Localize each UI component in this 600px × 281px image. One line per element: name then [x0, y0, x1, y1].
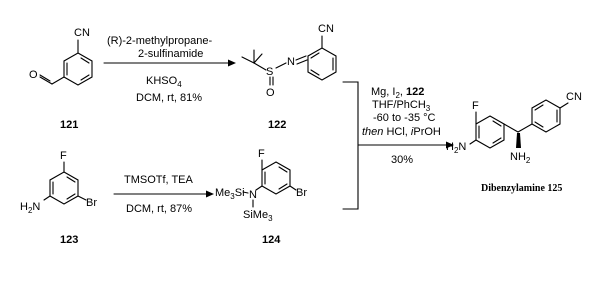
- compound-122-structure: S O N CN: [241, 23, 337, 99]
- reaction1-catalyst: KHSO4: [146, 75, 182, 89]
- reaction-arrow-3-head: [446, 141, 454, 149]
- sulfur-label: S: [266, 66, 273, 78]
- fluorine-label: F: [258, 148, 265, 160]
- sulfinyl-oxygen-label: O: [266, 87, 275, 99]
- reaction3-solvent: THF/PhCH3: [372, 99, 431, 113]
- reaction3-temperature: -60 to -35 °C: [373, 112, 436, 124]
- silyl-nitrogen-label: N: [249, 189, 257, 201]
- cyano-label: CN: [566, 91, 582, 103]
- trimethylsilyl-bottom-label: SiMe3: [243, 209, 273, 223]
- amine-label: H2N: [446, 141, 466, 155]
- reaction1-reagent-line1: (R)-2-methylpropane-: [107, 35, 212, 47]
- compound-123-label: 123: [60, 234, 78, 246]
- compound-122-label: 122: [268, 119, 286, 131]
- trimethylsilyl-left-label: Me3Si: [215, 187, 245, 201]
- cyano-label: CN: [74, 27, 90, 39]
- reaction3-yield: 30%: [391, 154, 413, 166]
- bromine-label: Br: [86, 197, 97, 209]
- compound-121-structure: CN O: [29, 27, 93, 86]
- compound-124-structure: F N Me3Si SiMe3 Br: [215, 148, 307, 223]
- reaction1-reagent-line2: 2-sulfinamide: [138, 48, 203, 60]
- amine-label: H2N: [20, 201, 40, 215]
- imine-nitrogen-label: N: [287, 56, 295, 68]
- reaction2-reagents: TMSOTf, TEA: [124, 174, 194, 186]
- fluorine-label: F: [60, 150, 67, 162]
- reaction-arrow-2-head: [206, 190, 214, 198]
- reaction1-conditions: DCM, rt, 81%: [136, 92, 202, 104]
- compound-124-label: 124: [262, 234, 281, 246]
- compound-121-label: 121: [60, 119, 78, 131]
- fluorine-label: F: [472, 100, 479, 112]
- bromine-label: Br: [296, 187, 307, 199]
- convergent-bracket: [342, 81, 359, 210]
- product-caption: Dibenzylamine 125: [481, 183, 562, 194]
- reaction3-workup: then HCl, iPrOH: [362, 126, 441, 138]
- compound-123-structure: F H2N Br: [20, 150, 97, 215]
- benzylic-amine-label: NH2: [510, 151, 531, 165]
- carbonyl-oxygen-label: O: [29, 69, 38, 81]
- reaction3-line1: Mg, I2, 122: [371, 86, 424, 100]
- product-structure: F H2N NH2 CN: [446, 91, 582, 165]
- cyano-label: CN: [318, 23, 334, 35]
- reaction-arrow-1-head: [228, 59, 236, 67]
- reaction2-conditions: DCM, rt, 87%: [126, 203, 192, 215]
